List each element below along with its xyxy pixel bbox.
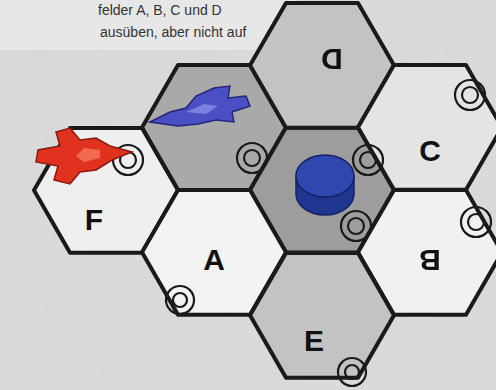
field-letter: A (203, 245, 225, 275)
hex-field: A (142, 190, 286, 315)
blue-token (296, 155, 354, 215)
blue-ship (150, 86, 250, 126)
hex-field: D (250, 3, 394, 128)
hex-field: E (250, 253, 394, 378)
target-ring (237, 143, 267, 173)
hex-outline (250, 253, 394, 378)
hex-field: B (358, 190, 496, 315)
hex-shape (250, 253, 394, 378)
field-letter: D (321, 44, 343, 74)
rule-text: felder A, B, C und D (98, 2, 222, 19)
field-letter: B (419, 245, 441, 275)
rule-text: ausüben, aber nicht auf (100, 24, 246, 41)
field-letter: C (419, 136, 441, 166)
field-letter: F (85, 205, 103, 235)
hex-field: F (34, 128, 178, 253)
hex-field: C (358, 65, 496, 190)
hex-outline (358, 65, 496, 190)
hex-outline (34, 128, 178, 253)
text-panel (0, 0, 300, 50)
hex-shape (358, 65, 496, 190)
field-letter: E (304, 326, 324, 356)
